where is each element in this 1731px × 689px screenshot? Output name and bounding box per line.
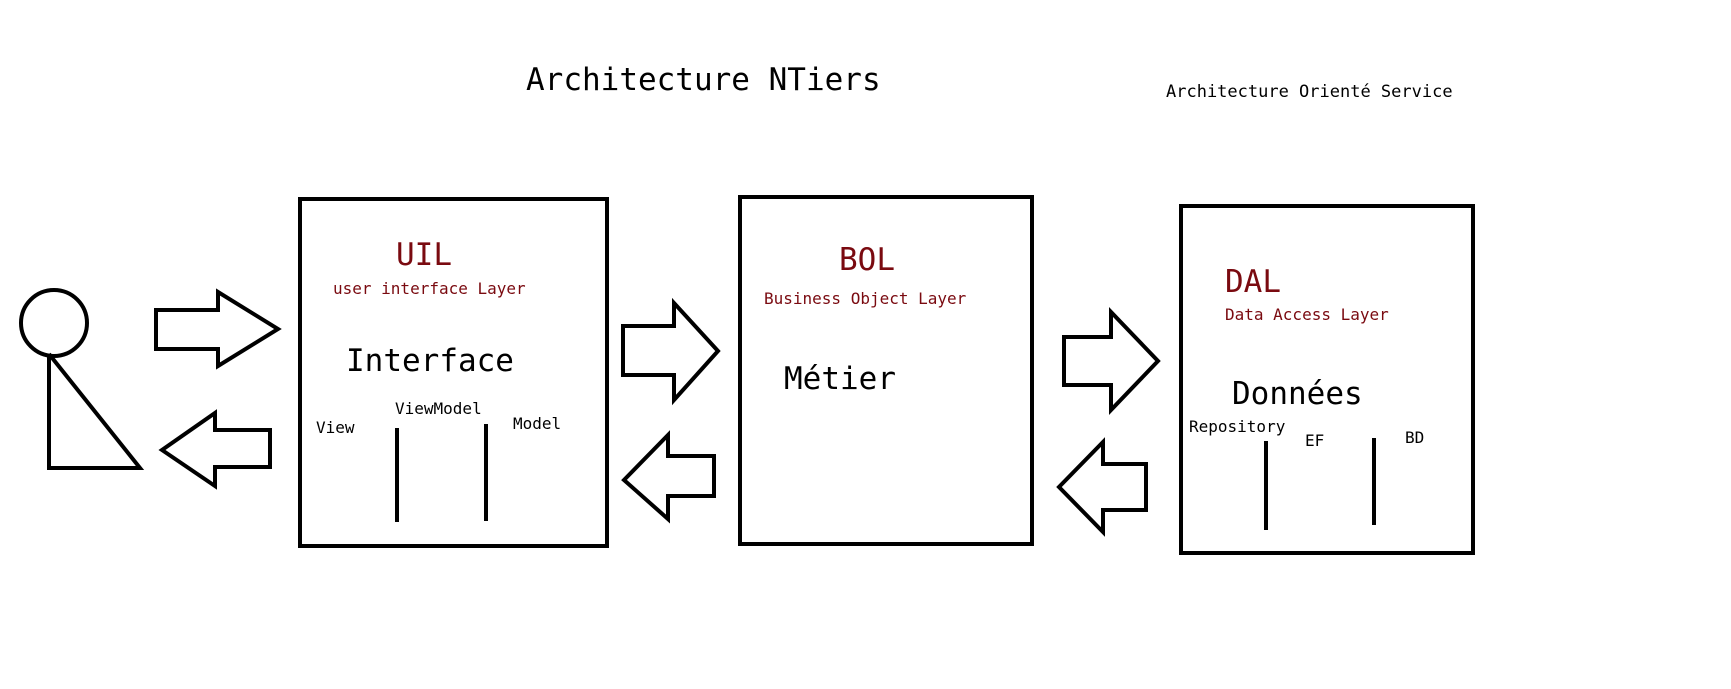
bol-full-name: Business Object Layer — [764, 289, 967, 308]
bol-layer-box — [738, 195, 1034, 546]
dal-layer-box — [1179, 204, 1475, 555]
arrow-left-icon — [1056, 437, 1148, 537]
uil-full-name: user interface Layer — [333, 279, 526, 298]
dal-full-name: Data Access Layer — [1225, 305, 1389, 324]
arrow-right-icon — [621, 297, 721, 406]
uil-layer-box — [298, 197, 609, 548]
uil-part-view: View — [316, 418, 355, 437]
dal-part-repository: Repository — [1189, 417, 1286, 436]
arrow-right-icon — [154, 288, 282, 370]
uil-part-viewmodel: ViewModel — [395, 399, 482, 418]
user-actor-icon — [19, 288, 145, 470]
dal-part-bd: BD — [1405, 428, 1425, 447]
dal-part-ef: EF — [1305, 431, 1325, 450]
dal-acronym: DAL — [1225, 264, 1281, 300]
diagram-subtitle: Architecture Orienté Service — [1166, 82, 1453, 102]
uil-main-label: Interface — [346, 343, 514, 379]
bol-main-label: Métier — [784, 361, 896, 397]
bol-acronym: BOL — [839, 242, 895, 278]
uil-part-model: Model — [513, 414, 562, 433]
uil-acronym: UIL — [396, 237, 452, 273]
arrow-left-icon — [158, 409, 272, 490]
diagram-title: Architecture NTiers — [526, 62, 881, 98]
arrow-right-icon — [1062, 307, 1161, 415]
dal-main-label: Données — [1232, 376, 1363, 412]
arrow-left-icon — [621, 430, 716, 524]
